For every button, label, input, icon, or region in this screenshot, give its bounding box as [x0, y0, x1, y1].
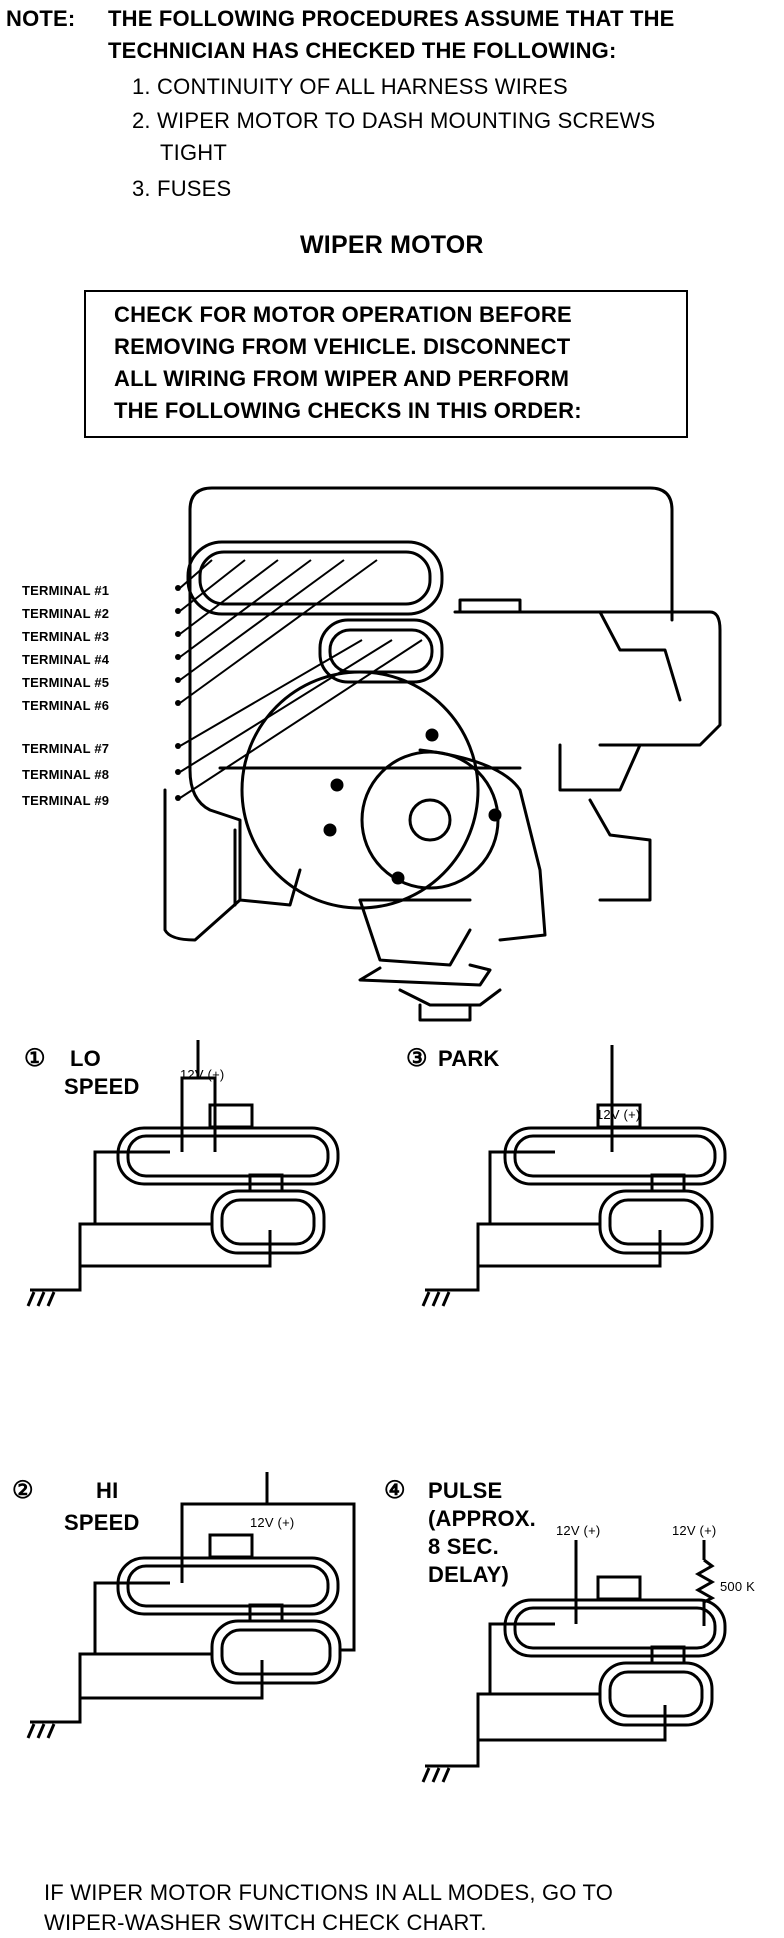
check-4-voltage-2: 12V (+): [672, 1523, 717, 1538]
hi-speed-connectors: [116, 1533, 342, 1685]
connector-6pin-main: [186, 540, 444, 616]
check-4-number-circle: ④: [384, 1477, 406, 1504]
check-1-line-1: LO: [70, 1046, 101, 1071]
output-hub: [360, 750, 500, 890]
terminal-label-5: TERMINAL #5: [22, 675, 110, 690]
check-3-line-1: PARK: [438, 1046, 500, 1071]
check-4-line-2: (APPROX.: [428, 1506, 536, 1531]
check-2-line-1: HI: [96, 1478, 119, 1503]
footer-line-1: IF WIPER MOTOR FUNCTIONS IN ALL MODES, G…: [44, 1880, 614, 1905]
terminal-label-3: TERMINAL #3: [22, 629, 110, 644]
check-line-3: ALL WIRING FROM WIPER AND PERFORM: [114, 366, 570, 391]
note-line-2: TECHNICIAN HAS CHECKED THE FOLLOWING:: [108, 38, 617, 63]
note-item-2: 2. WIPER MOTOR TO DASH MOUNTING SCREWS: [132, 108, 656, 133]
motor-housing-top: [188, 486, 674, 622]
check-1-number-circle: ①: [24, 1045, 46, 1072]
check-4-line-3: 8 SEC.: [428, 1534, 499, 1559]
terminal-label-1: TERMINAL #1: [22, 583, 110, 598]
check-1-line-2: SPEED: [64, 1074, 140, 1099]
resistor-symbol: [694, 1558, 716, 1626]
check-4-resistor-label: 500 K: [720, 1579, 755, 1594]
connector-3pin-main: [318, 618, 444, 684]
pulse-connectors: [503, 1575, 727, 1727]
note-item-3: 3. FUSES: [132, 176, 232, 201]
lo-speed-connectors: [116, 1103, 340, 1255]
terminal-label-7: TERMINAL #7: [22, 741, 110, 756]
check-2-line-2: SPEED: [64, 1510, 140, 1535]
check-line-4: THE FOLLOWING CHECKS IN THIS ORDER:: [114, 398, 582, 423]
footer-line-2: WIPER-WASHER SWITCH CHECK CHART.: [44, 1910, 487, 1935]
check-2-voltage: 12V (+): [250, 1515, 295, 1530]
check-4-line-4: DELAY): [428, 1562, 510, 1587]
terminal-label-8: TERMINAL #8: [22, 767, 110, 782]
note-item-1: 1. CONTINUITY OF ALL HARNESS WIRES: [132, 74, 568, 99]
check-4-voltage-1: 12V (+): [556, 1523, 601, 1538]
note-item-2-cont: TIGHT: [160, 140, 227, 165]
terminal-label-2: TERMINAL #2: [22, 606, 110, 621]
check-line-1: CHECK FOR MOTOR OPERATION BEFORE: [114, 302, 572, 327]
page-title: WIPER MOTOR: [300, 231, 484, 259]
check-line-2: REMOVING FROM VEHICLE. DISCONNECT: [114, 334, 571, 359]
park-wiring: [421, 1045, 662, 1307]
check-3-number-circle: ③: [406, 1045, 428, 1072]
terminal-label-4: TERMINAL #4: [22, 652, 110, 667]
check-4-line-1: PULSE: [428, 1478, 503, 1503]
note-line-1: THE FOLLOWING PROCEDURES ASSUME THAT THE: [108, 6, 675, 31]
terminal-label-9: TERMINAL #9: [22, 793, 110, 808]
check-3-voltage: 12V (+): [596, 1107, 641, 1122]
note-label: NOTE:: [6, 6, 76, 31]
check-1-voltage: 12V (+): [180, 1067, 225, 1082]
terminal-label-6: TERMINAL #6: [22, 698, 110, 713]
motor-plate: [240, 670, 480, 910]
check-instructions-box: [84, 290, 688, 438]
check-2-number-circle: ②: [12, 1477, 34, 1504]
